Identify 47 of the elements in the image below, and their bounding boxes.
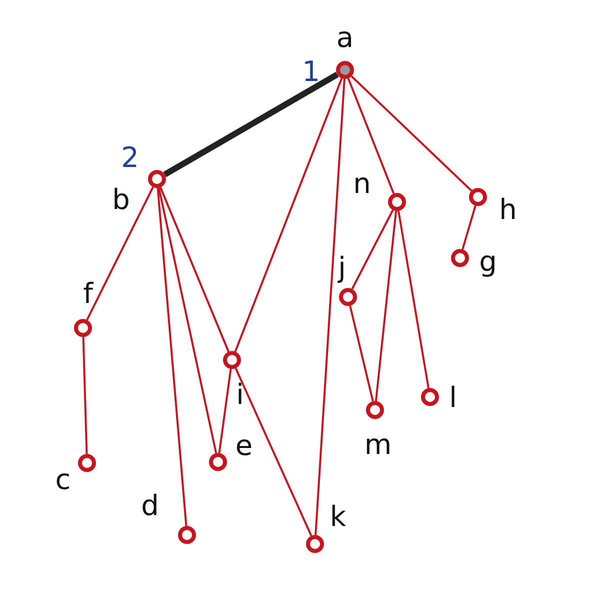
connector-line — [350, 76, 472, 192]
node-circle — [223, 351, 241, 369]
node-circle — [148, 170, 166, 188]
node-circle — [339, 288, 357, 306]
connector-line — [86, 186, 154, 320]
connector-line — [462, 205, 476, 250]
connector-line — [349, 306, 374, 402]
node-circle — [469, 188, 487, 206]
node-letter: e — [235, 432, 253, 460]
node-letter: k — [330, 503, 346, 531]
node-circle — [78, 454, 96, 472]
connector-line — [156, 188, 188, 526]
node-letter: j — [338, 254, 346, 282]
connector-line — [160, 186, 230, 352]
connector-line — [314, 78, 346, 536]
connector-line — [163, 72, 339, 178]
node-letter: b — [112, 186, 130, 214]
node-circle — [209, 453, 227, 471]
node-circle — [336, 61, 354, 79]
end-number: 2 — [121, 144, 139, 172]
node-letter: c — [55, 466, 71, 494]
node-letter: n — [353, 170, 371, 198]
node-circle — [178, 526, 196, 544]
end-number: 1 — [302, 58, 320, 86]
connector-line — [398, 210, 430, 388]
connector-line — [347, 78, 395, 194]
node-letter: m — [364, 431, 392, 459]
node-circle — [421, 388, 439, 406]
connector-line — [234, 368, 312, 536]
node-letter: h — [499, 196, 517, 224]
node-circle — [74, 319, 92, 337]
node-letter: g — [479, 248, 497, 276]
node-letter: f — [83, 280, 93, 308]
connector-line — [351, 210, 394, 290]
node-circle — [366, 401, 384, 419]
node-letter: d — [141, 492, 159, 520]
connector-line — [82, 336, 88, 454]
connector-line — [158, 188, 218, 454]
node-circle — [451, 249, 469, 267]
node-letter: l — [449, 384, 457, 412]
connector-line — [234, 78, 343, 352]
connector-line — [374, 210, 398, 402]
node-letter: i — [236, 381, 244, 409]
node-circle — [306, 535, 324, 553]
node-letter: a — [336, 24, 354, 52]
connector-line — [218, 368, 232, 454]
node-circle — [388, 193, 406, 211]
